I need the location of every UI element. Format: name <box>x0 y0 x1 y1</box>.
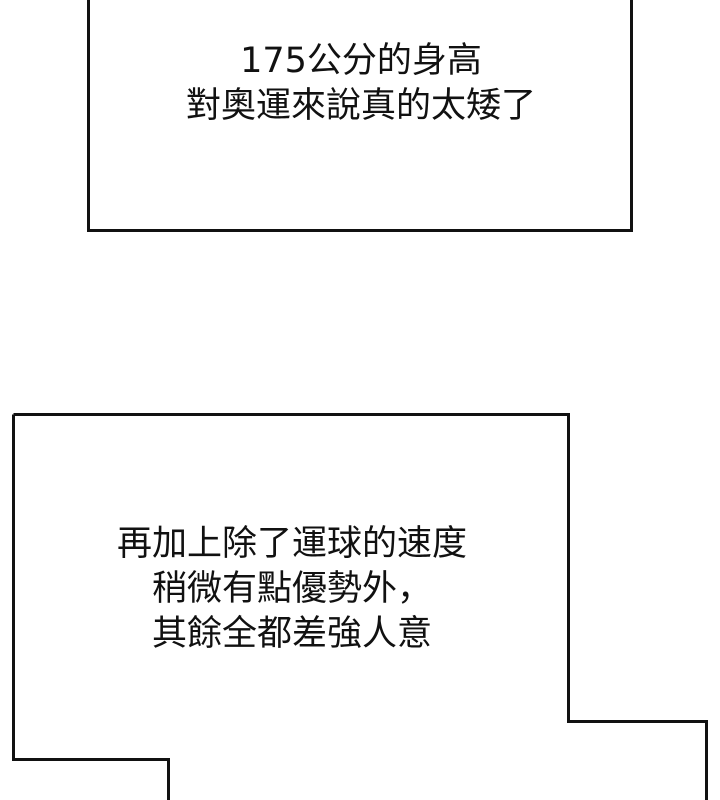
panel-2-frame <box>12 413 708 800</box>
caption-line: 其餘全都差強人意 <box>151 614 432 654</box>
caption-line: 再加上除了運球的速度 <box>116 524 467 564</box>
panel-1-caption: 175公分的身高 對奧運來說真的太矮了 <box>87 39 635 129</box>
panel-1-frame <box>87 0 633 232</box>
caption-line: 175公分的身高 <box>240 41 482 81</box>
caption-line: 稍微有點優勢外， <box>151 569 432 609</box>
caption-line: 對奧運來說真的太矮了 <box>185 86 536 126</box>
panel-2-caption: 再加上除了運球的速度 稍微有點優勢外， 其餘全都差強人意 <box>104 522 480 657</box>
